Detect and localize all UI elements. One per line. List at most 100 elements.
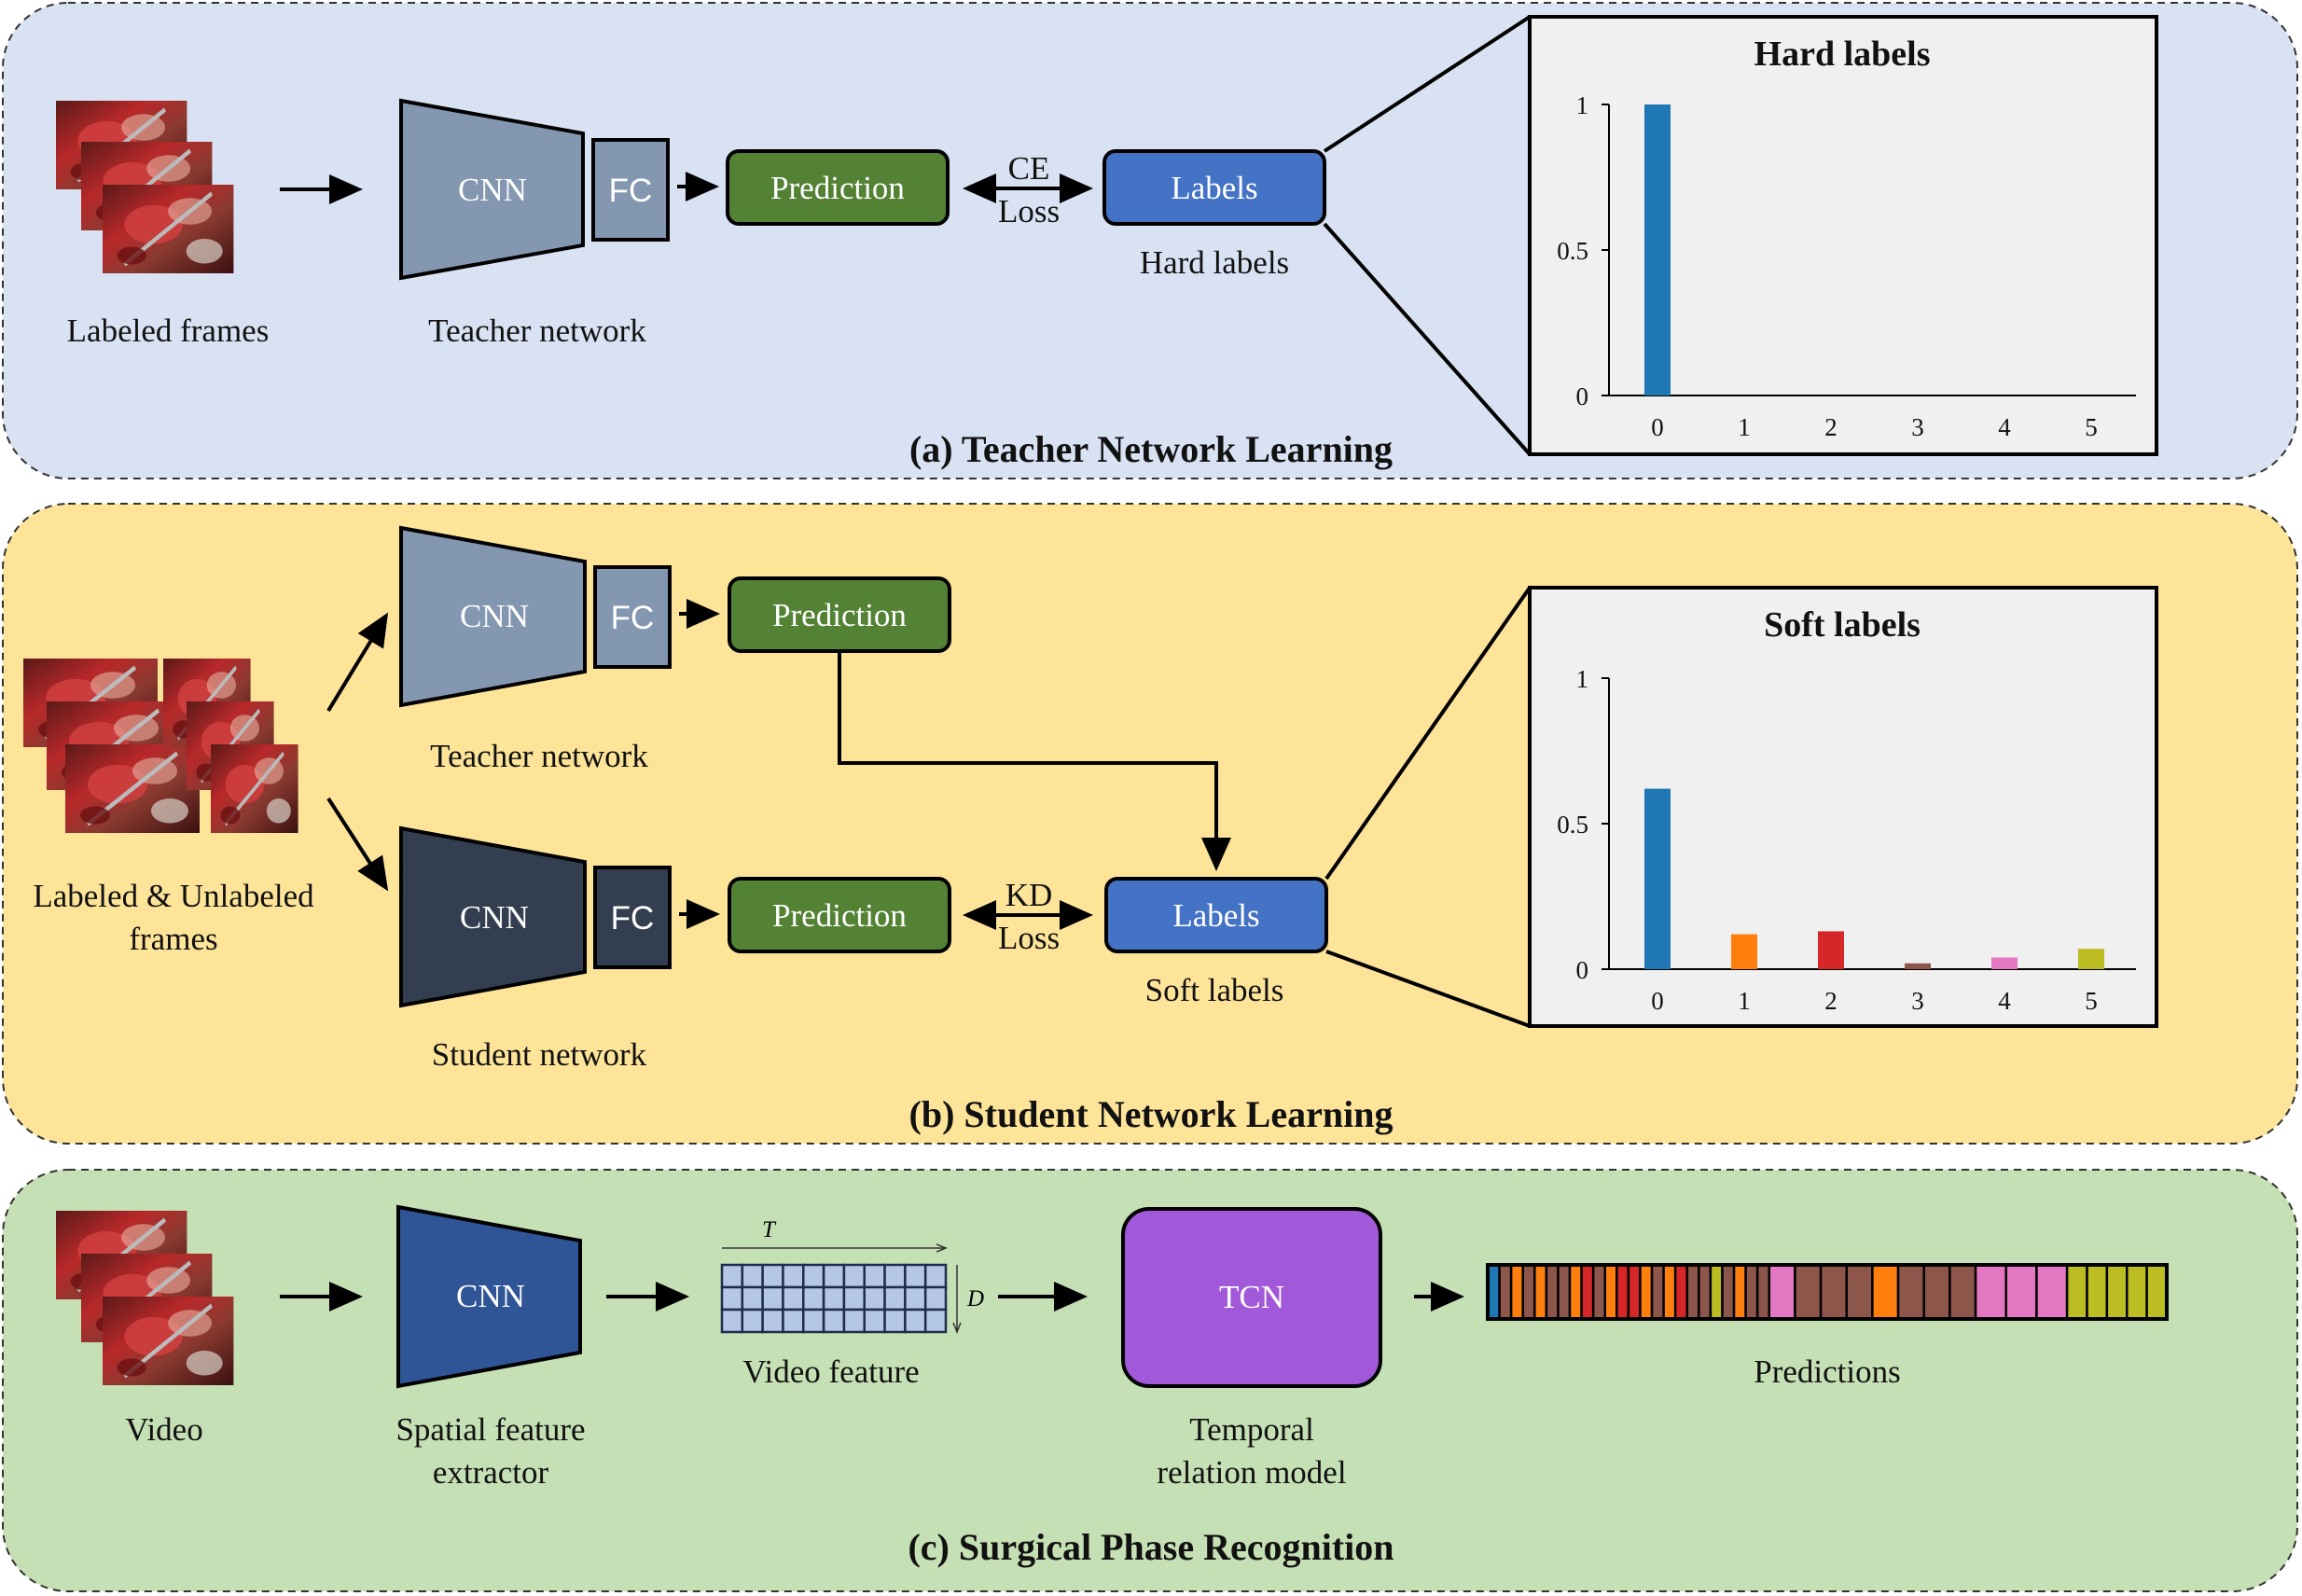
hard-labels-chart-frame <box>1528 15 2158 456</box>
labels-box <box>1104 877 1328 953</box>
prediction-segment <box>1521 1263 1536 1321</box>
panel-b-title: (b) Student Network Learning <box>909 1093 1394 1135</box>
zoom-line-top <box>1323 15 1532 153</box>
feature-cell <box>904 1308 927 1334</box>
student-network-label: Student network <box>432 1036 647 1073</box>
prediction-segment <box>1721 1263 1736 1321</box>
feature-cell <box>741 1308 764 1334</box>
prediction-segment <box>1871 1263 1900 1321</box>
feature-cell <box>904 1285 927 1311</box>
arrow-frames-to-teacher <box>326 612 389 713</box>
prediction-segment <box>1650 1263 1665 1321</box>
soft-labels-ytick-label: 1 <box>1576 665 1589 693</box>
ce-label: CE <box>1008 150 1050 187</box>
arrow-frames-to-student <box>326 797 389 892</box>
hard-labels-bar-0 <box>1644 104 1671 396</box>
hard-labels-ytick-label: 0 <box>1576 382 1589 410</box>
feature-cell <box>782 1285 805 1311</box>
feature-cell <box>720 1263 744 1289</box>
prediction-segment <box>1732 1263 1747 1321</box>
extractor-label-line1: Spatial feature <box>395 1411 585 1448</box>
prediction-segment <box>1603 1263 1618 1321</box>
spatial-cnn-label: CNN <box>456 1278 525 1314</box>
prediction-segment <box>1545 1263 1560 1321</box>
feature-cell <box>883 1285 907 1311</box>
prediction-segment <box>1616 1263 1630 1321</box>
teacher-prediction-label: Prediction <box>772 597 907 633</box>
frames-label-line2: frames <box>129 921 217 957</box>
prediction-label: Prediction <box>770 170 905 206</box>
prediction-segment <box>2004 1263 2038 1321</box>
prediction-segment <box>1498 1263 1513 1321</box>
prediction-box <box>726 149 950 226</box>
panel-phase-recognition: Video CNN Spatial feature extractor T D … <box>2 1169 2298 1592</box>
arrow-teacher-prediction-to-labels <box>838 651 1231 871</box>
feature-cell <box>741 1263 764 1289</box>
panel-student-learning: Labeled & Unlabeled frames CNN FC Teache… <box>2 503 2298 1145</box>
prediction-segment <box>1922 1263 1951 1321</box>
soft-labels-xtick-label: 5 <box>2085 987 2098 1015</box>
prediction-segment <box>2086 1263 2109 1321</box>
prediction-segment <box>1627 1263 1642 1321</box>
prediction-segment <box>1673 1263 1688 1321</box>
student-cnn-block <box>399 826 587 1008</box>
predictions-bar-frame <box>1486 1263 2169 1321</box>
video-label: Video <box>125 1411 202 1448</box>
feature-cell <box>904 1263 927 1289</box>
soft-labels-xtick-label: 1 <box>1738 987 1751 1015</box>
teacher-network-label: Teacher network <box>428 312 646 349</box>
hard-labels-xtick-label: 4 <box>1998 413 2011 441</box>
feature-cell <box>883 1263 907 1289</box>
teacher-fc-block <box>593 565 672 669</box>
soft-labels-ytick-label: 0 <box>1576 956 1589 984</box>
tcn-block <box>1121 1207 1382 1388</box>
student-cnn-label: CNN <box>460 899 529 936</box>
feature-cell <box>761 1285 784 1311</box>
prediction-segment <box>1768 1263 1796 1321</box>
extractor-label-line2: extractor <box>433 1454 549 1491</box>
prediction-segment <box>1533 1263 1548 1321</box>
soft-labels-caption: Soft labels <box>1145 972 1284 1008</box>
feature-cell <box>741 1285 764 1311</box>
feature-cell <box>720 1285 744 1311</box>
feature-cell <box>822 1308 846 1334</box>
labeled-frames-label: Labeled frames <box>67 312 270 349</box>
temporal-label-line1: Temporal <box>1189 1411 1314 1448</box>
feature-cell <box>842 1308 866 1334</box>
feature-cell <box>782 1308 805 1334</box>
soft-labels-bar-0 <box>1644 788 1671 969</box>
feature-cell <box>863 1285 886 1311</box>
hard-labels-xtick-label: 2 <box>1824 413 1837 441</box>
soft-labels-chart-title: Soft labels <box>1764 605 1921 645</box>
prediction-segment <box>1709 1263 1724 1321</box>
feature-cell <box>761 1263 784 1289</box>
teacher-network-label: Teacher network <box>430 738 648 774</box>
prediction-segment <box>1509 1263 1524 1321</box>
loss-label: Loss <box>998 193 1060 229</box>
prediction-segment <box>1580 1263 1595 1321</box>
teacher-cnn-block <box>399 98 585 281</box>
student-fc-label: FC <box>611 900 655 937</box>
spatial-cnn-block <box>396 1204 582 1389</box>
prediction-segment <box>1845 1263 1874 1321</box>
video-feature-label: Video feature <box>742 1353 919 1390</box>
hard-labels-caption: Hard labels <box>1140 244 1289 281</box>
feature-cell <box>720 1308 744 1334</box>
soft-labels-ytick-label: 0.5 <box>1557 811 1588 839</box>
feature-cell <box>883 1308 907 1334</box>
labels-label: Labels <box>1171 170 1257 206</box>
feature-cell <box>863 1308 886 1334</box>
labels-box <box>1102 149 1326 226</box>
video-feature-grid <box>720 1263 948 1334</box>
temporal-label-line2: relation model <box>1157 1454 1346 1491</box>
feature-cell <box>802 1285 825 1311</box>
prediction-segment <box>1685 1263 1700 1321</box>
tcn-label: TCN <box>1219 1279 1284 1315</box>
prediction-segment <box>2065 1263 2088 1321</box>
prediction-segment <box>1896 1263 1925 1321</box>
loss-label: Loss <box>998 920 1060 956</box>
prediction-segment <box>1591 1263 1606 1321</box>
hard-labels-ytick-label: 0.5 <box>1557 237 1588 265</box>
labels-label: Labels <box>1172 897 1259 934</box>
panel-a-title: (a) Teacher Network Learning <box>909 428 1393 470</box>
